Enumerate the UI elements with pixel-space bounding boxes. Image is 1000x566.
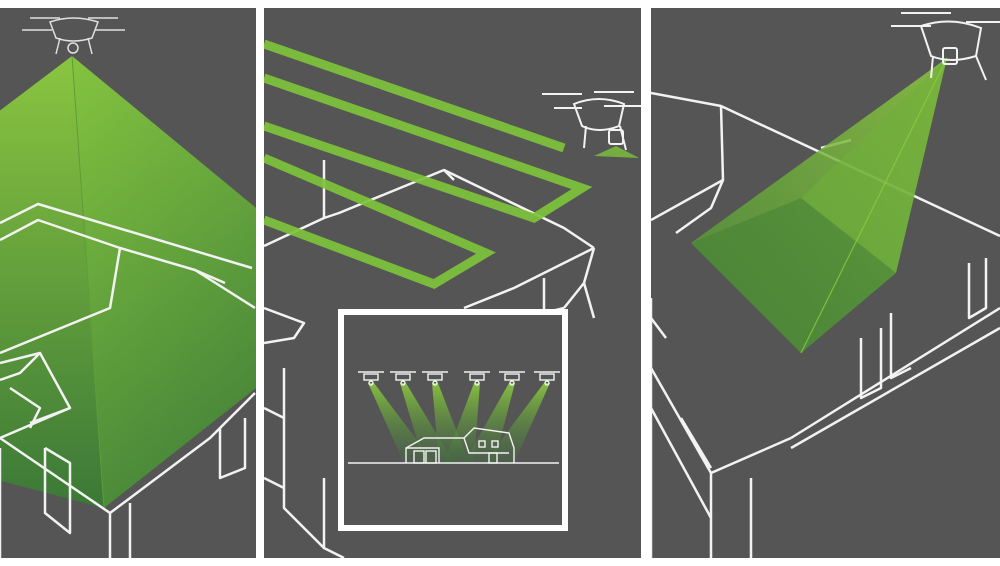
house-outline [0, 202, 256, 558]
panel-oblique-capture [651, 8, 1000, 558]
oblique-cone [691, 57, 948, 354]
house-outline [651, 91, 1000, 558]
nadir-illustration [0, 17, 256, 558]
inset-house [348, 427, 559, 464]
panel-nadir-capture [0, 8, 256, 558]
drone-icon [891, 12, 1000, 81]
drone-icon [534, 371, 560, 386]
grid-flight-illustration [264, 39, 641, 558]
oblique-illustration [651, 12, 1000, 558]
drone-icon [390, 371, 416, 386]
drone-icon [22, 17, 125, 55]
drone-icon [422, 371, 448, 386]
drone-icon [464, 371, 490, 386]
inset-drone-row [358, 371, 560, 386]
drone-icon [499, 371, 525, 386]
drone-beams [368, 383, 550, 463]
drone-icon [358, 371, 384, 386]
flight-stripes [264, 39, 593, 289]
inset-box [338, 309, 568, 531]
panel-grid-flight [264, 8, 641, 558]
drone-icon [542, 91, 641, 151]
